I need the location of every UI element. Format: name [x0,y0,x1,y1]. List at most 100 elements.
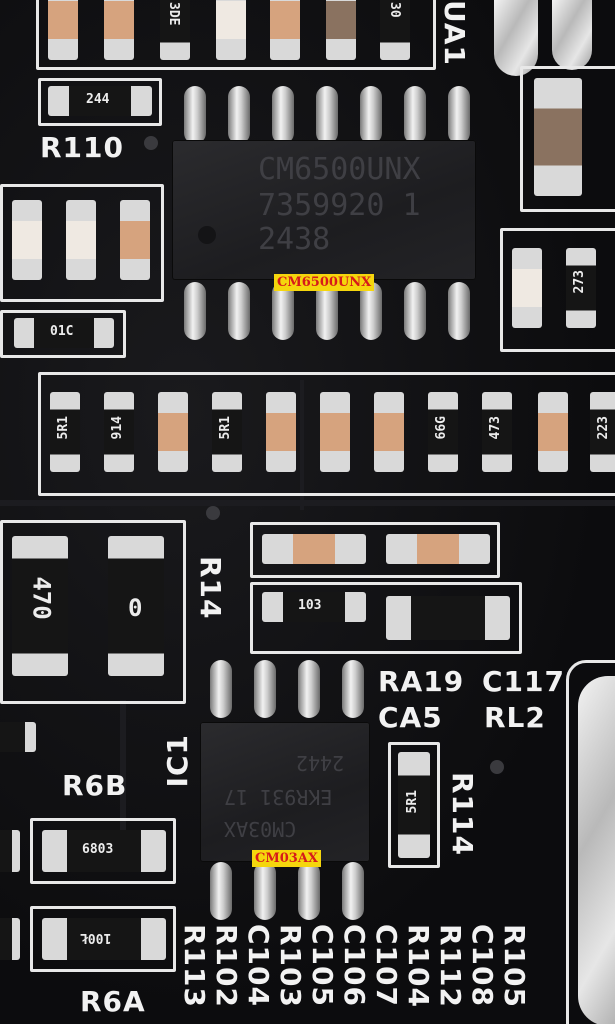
silk-ref: R102 [210,924,243,1009]
capacitor [66,200,96,280]
chip-marking-line1: CM6500UNX [258,152,421,187]
resistor [262,592,366,622]
chip-label-top: CM6500UNX [274,274,375,291]
capacitor [538,392,568,472]
component-code: 6803 [82,842,114,857]
silk-c117: C117 [482,665,565,698]
silk-r114: R114 [446,772,479,857]
component-code: 66G [434,416,449,440]
pcb-trace [0,500,615,506]
silk-outline [250,582,522,654]
silk-ref: R103 [274,924,307,1009]
component-code: 103 [298,598,322,613]
resistor [380,0,410,60]
silk-outline [38,78,162,126]
ic-pin [298,862,320,920]
silk-outline [500,228,615,352]
resistor-big [12,536,68,676]
ic-pin [360,282,382,340]
chip-marking-line3: 2438 [258,222,331,257]
component-code: 100Ł [80,930,112,945]
silk-ic1: IC1 [161,734,194,788]
silk-ra19: RA19 [378,665,465,698]
ic-pin [228,282,250,340]
silk-outline [0,310,126,358]
chip-marking-line3: 2442 [296,751,345,775]
silk-ref: R112 [434,924,467,1009]
component-code: 01C [50,324,74,339]
via [206,506,220,520]
capacitor [216,0,246,60]
metal-terminal [552,0,592,70]
resistor [14,318,114,348]
capacitor [158,392,188,472]
resistor [160,0,190,60]
ic-pin [272,282,294,340]
resistor [386,596,510,640]
silk-ref: C107 [370,924,403,1007]
via [144,136,158,150]
component-code: 3DE [166,2,181,26]
component-code: 0 [128,594,143,622]
silk-ref: C104 [242,924,275,1007]
ic-pin [210,660,232,718]
capacitor [386,534,490,564]
component-code: 223 [596,416,611,440]
ic-pin [272,86,294,144]
metal-pad [578,676,615,1024]
ic-pin [254,660,276,718]
silk-ref: R105 [498,924,531,1009]
ic-chip-top: CM6500UNX 7359920 1 2438 [172,140,476,280]
capacitor [374,392,404,472]
chip-marking-line1: CM03AX [224,817,297,841]
capacitor [534,78,582,196]
silk-ua1: UA1 [438,0,471,67]
metal-terminal [494,0,538,76]
capacitor [512,248,542,328]
silk-rl2: RL2 [484,701,546,734]
resistor [0,830,20,872]
resistor-r110 [48,86,152,116]
resistor [0,918,20,960]
silk-ca5: CA5 [378,701,443,734]
resistor-big [108,536,164,676]
ic-pin [184,282,206,340]
silk-r110: R110 [40,131,125,164]
component-code: 914 [110,416,125,440]
capacitor [120,200,150,280]
resistor-r6a [42,918,166,960]
silk-ref: C105 [306,924,339,1007]
ic-pin [404,86,426,144]
silk-outline [388,742,440,868]
ic-pin [404,282,426,340]
silk-outline [0,520,186,704]
ic-pin [298,660,320,718]
ic-pin [316,282,338,340]
ic-pin [228,86,250,144]
chip-marking-line2: EKR931 17 [224,785,333,809]
chip-marking-line2: 7359920 1 [258,188,421,223]
pcb-trace [120,700,126,860]
chip-label-bottom: CM03AX [252,850,322,867]
resistor-r6b [42,830,166,872]
ic-pin [316,86,338,144]
component-code: 273 [572,270,587,294]
ic-pin [342,660,364,718]
resistor [428,392,458,472]
capacitor [12,200,42,280]
ic-pin [448,86,470,144]
resistor [212,392,242,472]
resistor [590,392,615,472]
component-code: 473 [488,416,503,440]
capacitor [48,0,78,60]
component-code: 470 [27,576,56,620]
pin1-marker [198,226,216,244]
silk-outline [0,184,164,302]
resistor [482,392,512,472]
capacitor [320,392,350,472]
capacitor [266,392,296,472]
silk-r14: R14 [194,556,227,620]
silk-ref: C108 [466,924,499,1007]
resistor [0,722,36,752]
resistor [566,248,596,328]
